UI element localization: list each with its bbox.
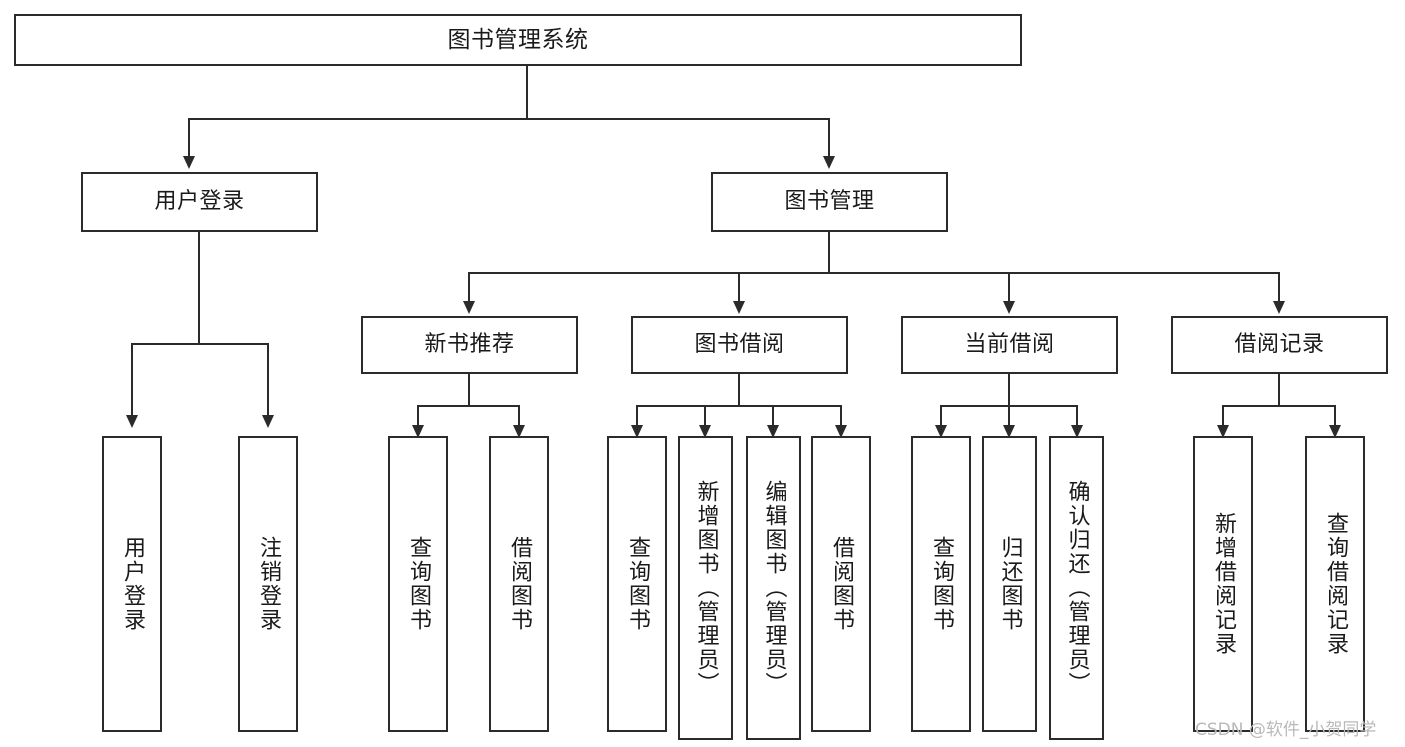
arrowhead-br-leaf-2 [1329, 425, 1341, 438]
connector-cb-drop-1 [940, 405, 942, 427]
node-label: 确认归还（管理员） [1064, 480, 1090, 696]
node-label: 借阅记录 [1234, 332, 1325, 358]
node-label: 借阅图书 [829, 536, 854, 632]
connector-book-borrow-bus [636, 405, 842, 407]
node-label: 用户登录 [154, 189, 245, 215]
arrowhead-br-leaf-1 [1217, 425, 1229, 438]
connector-drop-book-borrow [738, 272, 740, 302]
arrowhead-cb-leaf-1 [935, 425, 947, 438]
arrowhead-cb-leaf-3 [1071, 425, 1083, 438]
node-user-login[interactable]: 用户登录 [81, 172, 318, 232]
connector-user-login-drop-2 [267, 343, 269, 416]
node-label: 编辑图书（管理员） [761, 480, 787, 696]
connector-bb-drop-3 [772, 405, 774, 427]
connector-level3-bus [468, 272, 1280, 274]
arrowhead-borrow-record [1273, 301, 1285, 314]
connector-cb-drop-2 [1008, 405, 1010, 427]
node-borrow-record[interactable]: 借阅记录 [1171, 316, 1388, 374]
leaf-bb-edit-book[interactable]: 编辑图书（管理员） [746, 436, 801, 740]
arrowhead-bb-leaf-4 [835, 425, 847, 438]
arrowhead-new-book [463, 301, 475, 314]
leaf-br-query-record[interactable]: 查询借阅记录 [1305, 436, 1365, 732]
leaf-bb-add-book[interactable]: 新增图书（管理员） [678, 436, 733, 740]
arrowhead-leaf-logout [262, 415, 274, 428]
arrowhead-leaf-user-login [126, 415, 138, 428]
connector-cb-drop-3 [1076, 405, 1078, 427]
arrowhead-nb-leaf-1 [412, 425, 424, 438]
leaf-bb-query-book[interactable]: 查询图书 [607, 436, 667, 732]
node-label: 新增借阅记录 [1211, 512, 1236, 656]
connector-bb-drop-4 [840, 405, 842, 427]
leaf-bb-borrow-book[interactable]: 借阅图书 [811, 436, 871, 732]
node-label: 查询图书 [406, 536, 431, 632]
node-label: 当前借阅 [964, 332, 1055, 358]
arrowhead-current-borrow [1003, 301, 1015, 314]
arrowhead-user-login [183, 156, 195, 169]
node-root-system[interactable]: 图书管理系统 [14, 14, 1022, 66]
arrowhead-bb-leaf-3 [767, 425, 779, 438]
node-label: 借阅图书 [507, 536, 532, 632]
connector-user-login-bus [131, 343, 268, 345]
leaf-br-add-record[interactable]: 新增借阅记录 [1193, 436, 1253, 732]
connector-bb-drop-2 [704, 405, 706, 427]
arrowhead-book-mgmt [823, 156, 835, 169]
leaf-cb-confirm-return[interactable]: 确认归还（管理员） [1049, 436, 1104, 740]
arrowhead-bb-leaf-2 [699, 425, 711, 438]
connector-new-book-stem [468, 374, 470, 405]
node-current-borrow[interactable]: 当前借阅 [901, 316, 1118, 374]
connector-drop-new-book [468, 272, 470, 302]
node-label: 图书管理系统 [447, 26, 589, 53]
connector-user-login-stem [198, 232, 200, 343]
leaf-nb-borrow-book[interactable]: 借阅图书 [489, 436, 549, 732]
node-label: 图书借阅 [694, 332, 785, 358]
connector-drop-borrow-record [1278, 272, 1280, 302]
leaf-nb-query-book[interactable]: 查询图书 [388, 436, 448, 732]
node-book-management[interactable]: 图书管理 [711, 172, 948, 232]
connector-root-stem [526, 66, 528, 118]
connector-user-login-drop-1 [131, 343, 133, 416]
connector-book-mgmt-stem [828, 232, 830, 272]
node-label: 用户登录 [120, 536, 145, 632]
connector-book-borrow-stem [738, 374, 740, 405]
node-label: 图书管理 [784, 189, 875, 215]
leaf-logout[interactable]: 注销登录 [238, 436, 298, 732]
node-label: 新书推荐 [424, 332, 515, 358]
connector-borrow-record-bus [1222, 405, 1336, 407]
node-label: 注销登录 [256, 536, 281, 632]
leaf-user-login[interactable]: 用户登录 [102, 436, 162, 732]
node-label: 查询图书 [625, 536, 650, 632]
connector-root-to-user-login [188, 118, 190, 157]
connector-drop-current-borrow [1008, 272, 1010, 302]
node-new-book-recommend[interactable]: 新书推荐 [361, 316, 578, 374]
csdn-watermark: CSDN @软件_小贺同学 [1195, 720, 1377, 740]
connector-current-borrow-stem [1008, 374, 1010, 405]
arrowhead-book-borrow [733, 301, 745, 314]
leaf-cb-query-book[interactable]: 查询图书 [911, 436, 971, 732]
arrowhead-cb-leaf-2 [1003, 425, 1015, 438]
connector-root-bus [188, 118, 829, 120]
connector-root-to-book-mgmt [828, 118, 830, 157]
node-book-borrow[interactable]: 图书借阅 [631, 316, 848, 374]
connector-br-drop-2 [1334, 405, 1336, 427]
connector-new-book-drop-2 [518, 405, 520, 427]
connector-br-drop-1 [1222, 405, 1224, 427]
leaf-cb-return-book[interactable]: 归还图书 [982, 436, 1037, 732]
connector-borrow-record-stem [1278, 374, 1280, 405]
arrowhead-nb-leaf-2 [513, 425, 525, 438]
connector-new-book-bus [417, 405, 520, 407]
node-label: 查询图书 [929, 536, 954, 632]
node-label: 查询借阅记录 [1323, 512, 1348, 656]
node-label: 归还图书 [997, 536, 1023, 632]
arrowhead-bb-leaf-1 [631, 425, 643, 438]
connector-new-book-drop-1 [417, 405, 419, 427]
node-label: 新增图书（管理员） [693, 480, 719, 696]
connector-bb-drop-1 [636, 405, 638, 427]
